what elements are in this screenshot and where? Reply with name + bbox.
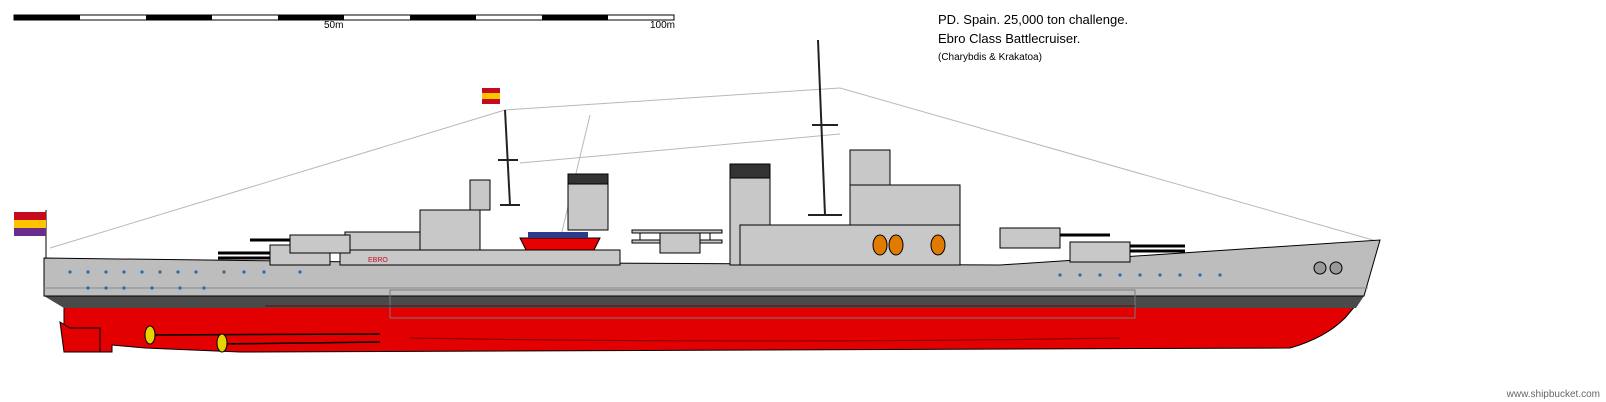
scale-label-50m: 50m xyxy=(324,20,344,31)
aft-superstructure xyxy=(339,179,621,266)
propellers xyxy=(144,325,381,353)
rigging-lines xyxy=(49,87,1381,249)
caption-line3: (Charybdis & Krakatoa) xyxy=(938,52,1042,63)
ships-boat xyxy=(519,232,601,251)
hull-name: EBRO xyxy=(368,257,388,264)
aft-turret-x xyxy=(250,234,351,254)
forward-turret-b xyxy=(999,227,1110,249)
forward-turret-a xyxy=(1069,241,1185,263)
portholes xyxy=(68,270,1222,290)
scale-bar xyxy=(13,14,675,21)
hull xyxy=(43,239,1381,353)
spanish-flag-stern xyxy=(14,210,47,258)
watermark: www.shipbucket.com xyxy=(1506,389,1600,400)
bridge-superstructure xyxy=(739,149,961,266)
scale-label-100m: 100m xyxy=(650,20,676,31)
anchors xyxy=(1313,261,1343,275)
seaplane xyxy=(631,229,723,254)
aft-funnel xyxy=(567,173,609,231)
spanish-flag-mast xyxy=(482,88,500,104)
aft-mast xyxy=(498,109,520,206)
life-rafts xyxy=(872,234,946,256)
foremast xyxy=(808,39,842,216)
caption-line1: PD. Spain. 25,000 ton challenge. xyxy=(938,12,1129,27)
caption-line2: Ebro Class Battlecruiser. xyxy=(938,31,1081,46)
